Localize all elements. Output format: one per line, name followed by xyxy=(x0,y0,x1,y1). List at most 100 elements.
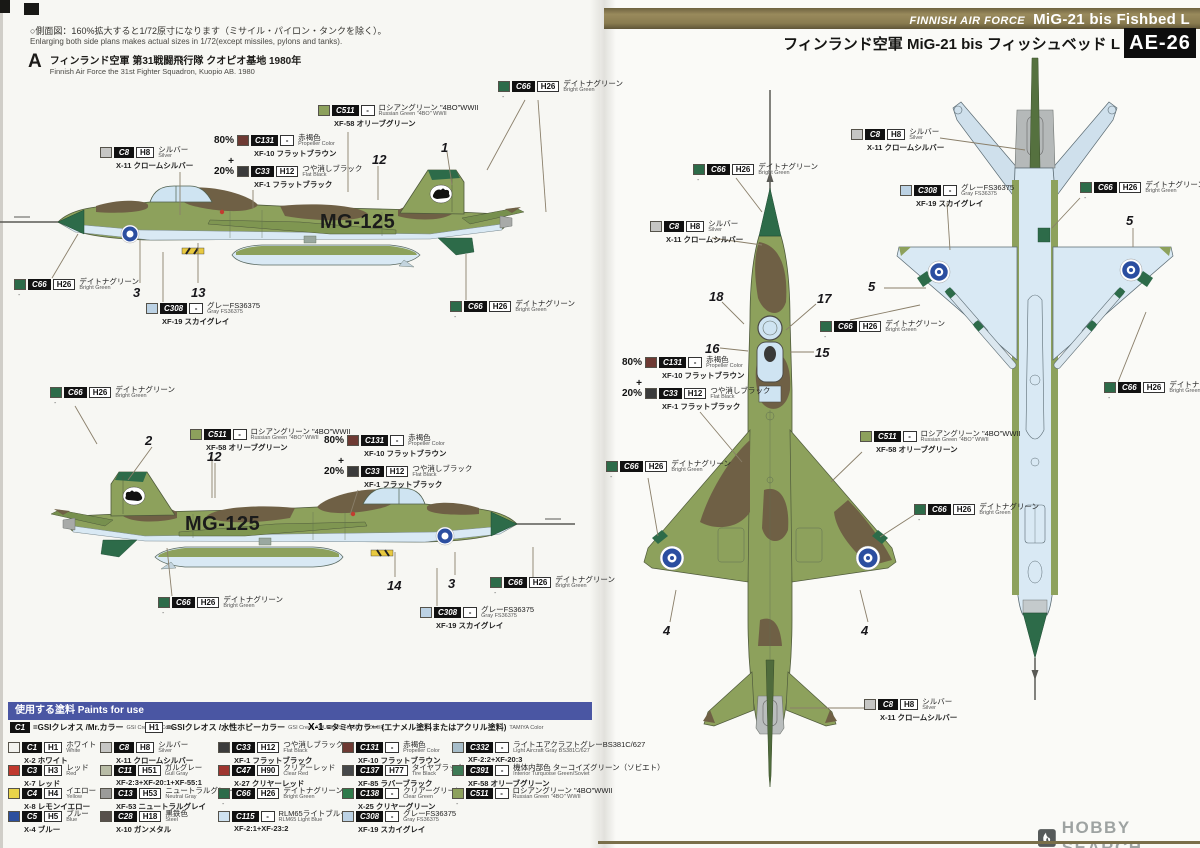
aqueous-code-tag: - xyxy=(463,607,478,618)
paint-swatch xyxy=(146,303,158,314)
paint-swatch xyxy=(8,788,20,799)
aqueous-code-tag: - xyxy=(495,765,510,776)
paint-name-en: Tire Black xyxy=(411,770,437,777)
paint-swatch xyxy=(100,788,112,799)
gunze-code-tag: C66 xyxy=(504,577,527,588)
tamiya-equivalent: - xyxy=(18,292,21,299)
tamiya-equivalent: XF-19 スカイグレイ xyxy=(916,199,984,208)
gunze-code-tag: C8 xyxy=(865,129,885,140)
paint-name-en: Bright Green xyxy=(79,284,111,291)
aqueous-code-tag: - xyxy=(385,788,400,799)
aqueous-code-tag: H26 xyxy=(1118,182,1142,193)
tamiya-equivalent: - xyxy=(222,801,225,808)
paint-name-jp: デイトナグリーン xyxy=(1145,180,1200,189)
tamiya-equivalent: XF-19 スカイグレイ xyxy=(162,317,230,326)
gunze-code-tag: C66 xyxy=(1118,382,1141,393)
paint-swatch xyxy=(693,164,705,175)
part-number-label: 4 xyxy=(861,623,869,638)
legend-jp: =タミヤカラー (エナメル塗料またはアクリル塗料) xyxy=(326,723,507,732)
part-number-label: 18 xyxy=(709,289,724,304)
part-number-label: 3 xyxy=(133,285,141,300)
paint-name-en: Silver xyxy=(158,747,172,754)
paint-name-en: Bright Green xyxy=(283,793,315,800)
scheme-title-jp: フィンランド空軍 第31戦闘飛行隊 クオピオ基地 1980年 xyxy=(49,56,302,67)
paint-name-en: Silver xyxy=(909,134,923,141)
scan-artifact xyxy=(24,3,39,15)
tamiya-equivalent: XF-19 スカイグレイ xyxy=(436,621,504,630)
gunze-code-tag: C11 xyxy=(114,765,137,776)
aqueous-code-tag: - xyxy=(260,811,275,822)
paint-swatch xyxy=(100,742,112,753)
tamiya-equivalent: X-11 クロームシルバー xyxy=(116,756,194,765)
paint-table-row-c391: C391-機体内部色 ターコイズグリーン（ソビエト）Interior Turqu… xyxy=(452,764,665,789)
tamiya-equivalent: XF-58 オリーブグリーン xyxy=(206,443,288,452)
gunze-code-tag: C308 xyxy=(434,607,462,618)
paint-name-en: Interior Turquoise Green/Soviet xyxy=(513,770,590,777)
tamiya-equivalent: XF-85 ラバーブラック xyxy=(358,779,433,788)
paint-name-jp: グレーFS36375 xyxy=(403,809,457,818)
paint-name-en: Bright Green xyxy=(223,602,255,609)
paint-swatch xyxy=(860,431,872,442)
aqueous-code-tag: - xyxy=(280,135,295,146)
paint-name-jp: ロシアングリーン "4BO"WWII xyxy=(512,786,613,795)
paint-name-jp: 黒鉄色 xyxy=(165,809,188,818)
aqueous-code-tag: H3 xyxy=(44,765,63,776)
part-number-label: 17 xyxy=(817,291,832,306)
tamiya-equivalent: XF-58 オリーブグリーン xyxy=(468,779,550,788)
paint-name-jp: デイトナグリーン xyxy=(555,575,615,584)
aqueous-code-tag: H4 xyxy=(44,788,63,799)
paint-name-jp: クリアーグリーン xyxy=(403,786,463,795)
gunze-code-tag: C4 xyxy=(22,788,42,799)
legend-jp: =GSIクレオス /水性ホビーカラー xyxy=(166,723,286,732)
paint-name-en: Gray FS36375 xyxy=(961,190,997,197)
scheme-letter: A xyxy=(28,51,42,72)
gunze-code-tag: C13 xyxy=(114,788,137,799)
aqueous-code-tag: H8 xyxy=(887,129,906,140)
tamiya-equivalent: X-8 レモンイエロー xyxy=(24,802,91,811)
aqueous-code-tag: H26 xyxy=(196,597,220,608)
part-number-label: 1 xyxy=(441,140,449,155)
aqueous-code-tag: H26 xyxy=(952,504,976,515)
paint-name-jp: つや消しブラック xyxy=(283,740,344,749)
paint-swatch xyxy=(8,811,20,822)
paint-name-jp: 赤褐色 xyxy=(408,433,431,442)
tamiya-equivalent: - xyxy=(454,314,457,321)
part-number-label: 12 xyxy=(372,152,387,167)
tamiya-equivalent: - xyxy=(1108,395,1111,402)
gunze-code-tag: C115 xyxy=(232,811,259,822)
paint-swatch xyxy=(190,429,202,440)
gunze-code-tag: C511 xyxy=(466,788,493,799)
aqueous-code-tag: - xyxy=(902,431,917,442)
aqueous-code-tag: - xyxy=(688,357,703,368)
part-number-label: 5 xyxy=(868,279,876,294)
gunze-code-tag: C66 xyxy=(172,597,195,608)
gunze-code-tag: C66 xyxy=(232,788,255,799)
gunze-code-tag: C1 xyxy=(22,742,42,753)
paint-name-en: Gray FS36375 xyxy=(207,308,243,315)
paint-swatch xyxy=(452,765,464,776)
gunze-code-tag: C511 xyxy=(874,431,901,442)
paint-name-jp: ロシアングリーン "4BO"WWII xyxy=(250,427,351,436)
